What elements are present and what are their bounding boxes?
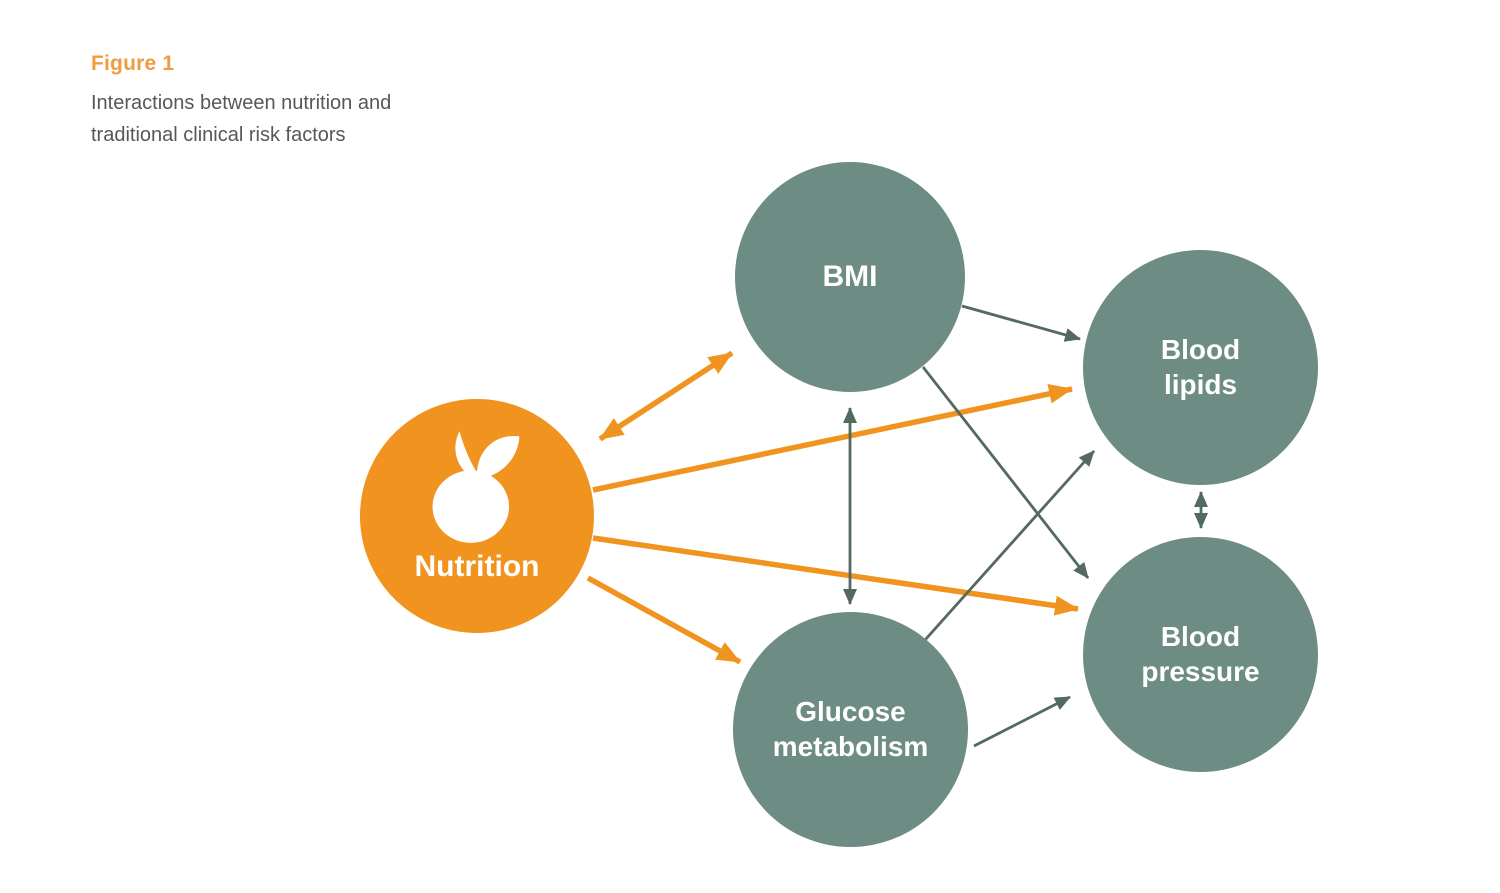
- figure-header: Figure 1 Interactions between nutrition …: [91, 52, 391, 151]
- arrow-bmi-blood-pressure: [921, 366, 1090, 579]
- arrow-nutrition-glucose: [586, 575, 742, 665]
- node-blood-lipids: Blood lipids: [1083, 250, 1318, 485]
- apple-icon: [432, 431, 520, 543]
- arrow-nutrition-bmi: [598, 350, 734, 442]
- arrow-bmi-blood-lipids: [961, 304, 1081, 342]
- arrow-glucose-blood-pressure: [973, 695, 1071, 748]
- arrow-nutrition-blood-pressure: [592, 535, 1079, 616]
- node-bmi-label: BMI: [822, 259, 878, 293]
- node-glucose-metabolism: Glucose metabolism: [733, 612, 968, 847]
- node-nutrition: Nutrition: [360, 399, 594, 633]
- figure-label: Figure 1: [91, 52, 175, 75]
- node-bmi: BMI: [735, 162, 965, 392]
- node-nutrition-label: Nutrition: [414, 550, 540, 583]
- arrow-nutrition-blood-lipids: [592, 383, 1073, 493]
- arrow-glucose-blood-lipids: [923, 450, 1096, 641]
- figure-caption: Interactions between nutrition and tradi…: [91, 92, 392, 146]
- node-blood-pressure-label: Blood pressure: [1141, 621, 1260, 687]
- node-blood-lipids-label: Blood lipids: [1160, 334, 1241, 400]
- node-blood-pressure: Blood pressure: [1083, 537, 1318, 772]
- node-glucose-metabolism-label: Glucose metabolism: [772, 696, 929, 762]
